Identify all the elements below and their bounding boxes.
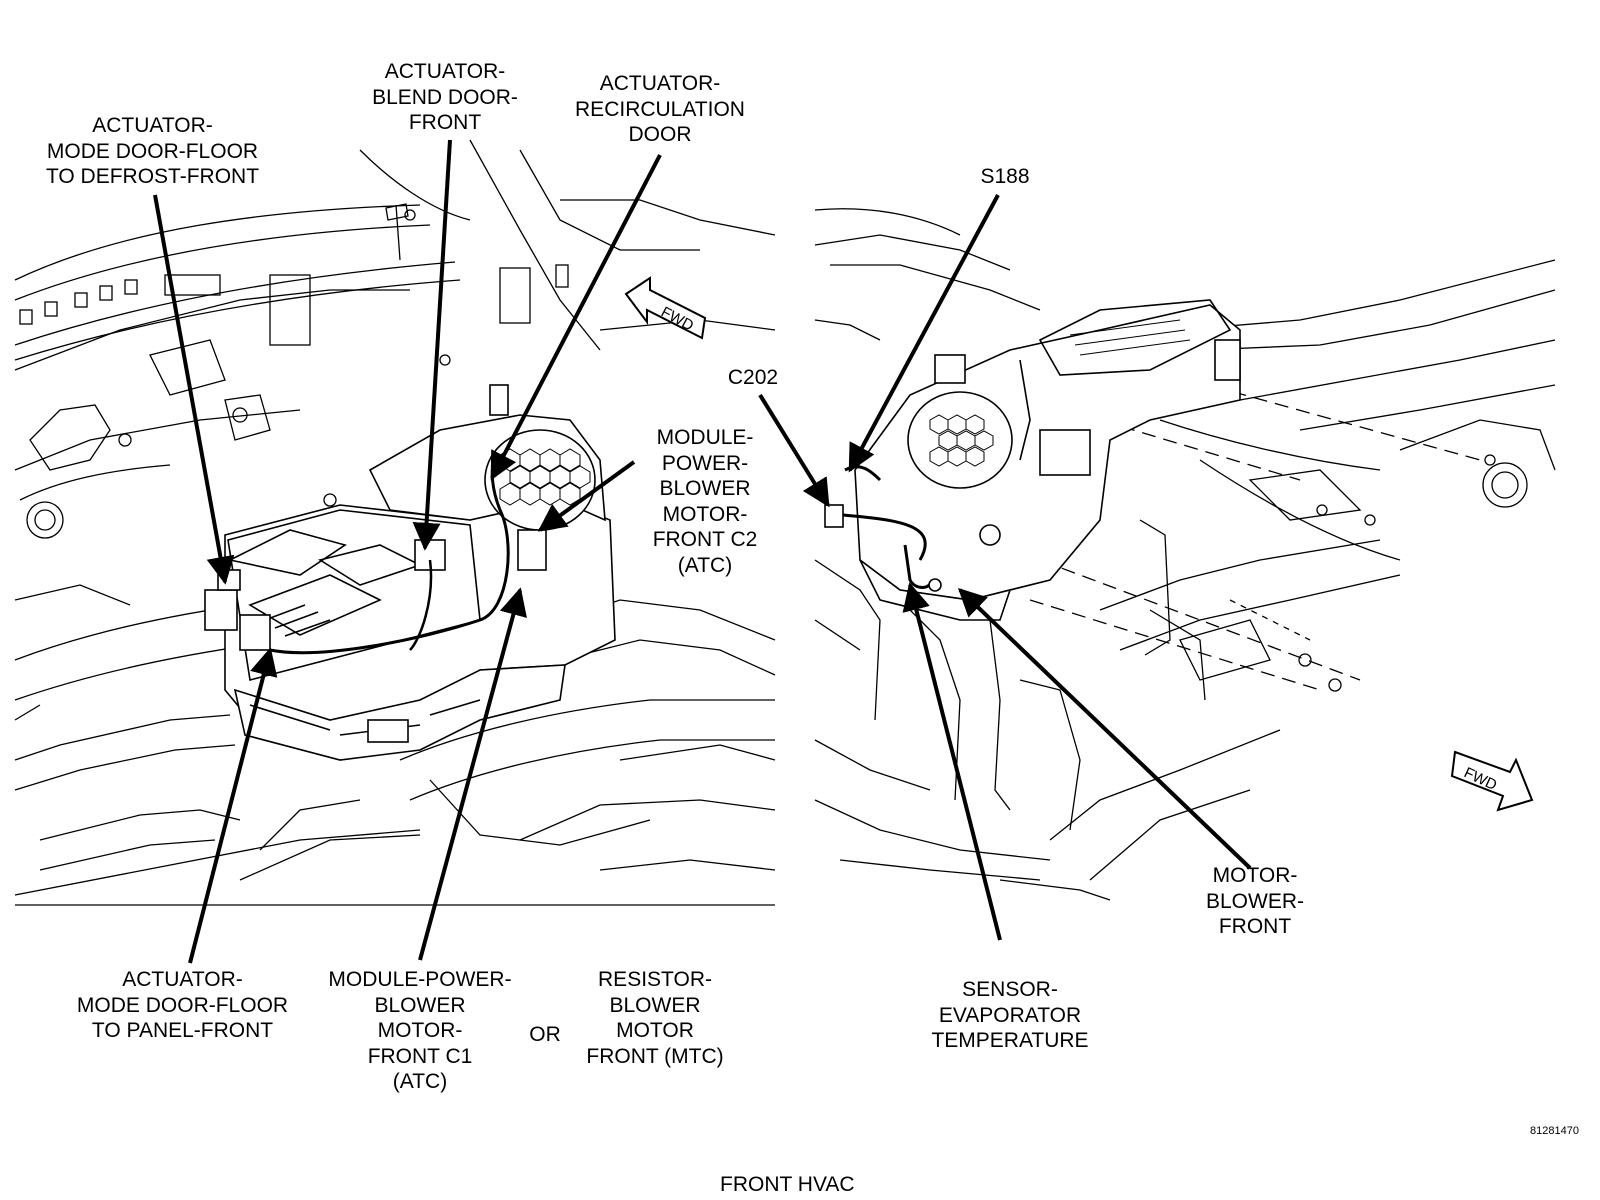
- label-actuator-blend-door-front: ACTUATOR- BLEND DOOR- FRONT: [372, 60, 518, 134]
- label-resistor-blower-motor-front-mtc: RESISTOR- BLOWER MOTOR FRONT (MTC): [586, 968, 724, 1068]
- left-body-structure: [14, 139, 776, 906]
- label-actuator-mode-door-floor-to-defrost: ACTUATOR- MODE DOOR-FLOOR TO DEFROST-FRO…: [45, 114, 260, 188]
- label-sensor-evaporator-temperature: SENSOR- EVAPORATOR TEMPERATURE: [931, 978, 1089, 1052]
- label-s188: S188: [980, 165, 1030, 188]
- label-module-power-blower-motor-front-c1: MODULE-POWER- BLOWER MOTOR- FRONT C1 (AT…: [328, 968, 512, 1093]
- leader-lines: [153, 139, 1252, 964]
- label-motor-blower-front: MOTOR- BLOWER- FRONT: [1205, 864, 1304, 938]
- label-module-power-blower-motor-front-c2: MODULE- POWER- BLOWER MOTOR- FRONT C2 (A…: [652, 426, 758, 577]
- label-c202: C202: [727, 366, 779, 389]
- right-hvac-housing: [824, 299, 1241, 621]
- label-actuator-mode-door-floor-to-panel: ACTUATOR- MODE DOOR-FLOOR TO PANEL-FRONT: [76, 968, 289, 1042]
- fwd-arrow-right: FWD: [1450, 750, 1534, 812]
- diagram-title: FRONT HVAC: [720, 1173, 855, 1196]
- label-or: OR: [529, 1023, 561, 1046]
- fwd-arrow-left: FWD: [624, 276, 707, 340]
- left-hvac-housing: [204, 384, 616, 761]
- figure-number: 81281470: [1530, 1125, 1579, 1137]
- label-actuator-recirculation-door: ACTUATOR- RECIRCULATION DOOR: [575, 72, 745, 146]
